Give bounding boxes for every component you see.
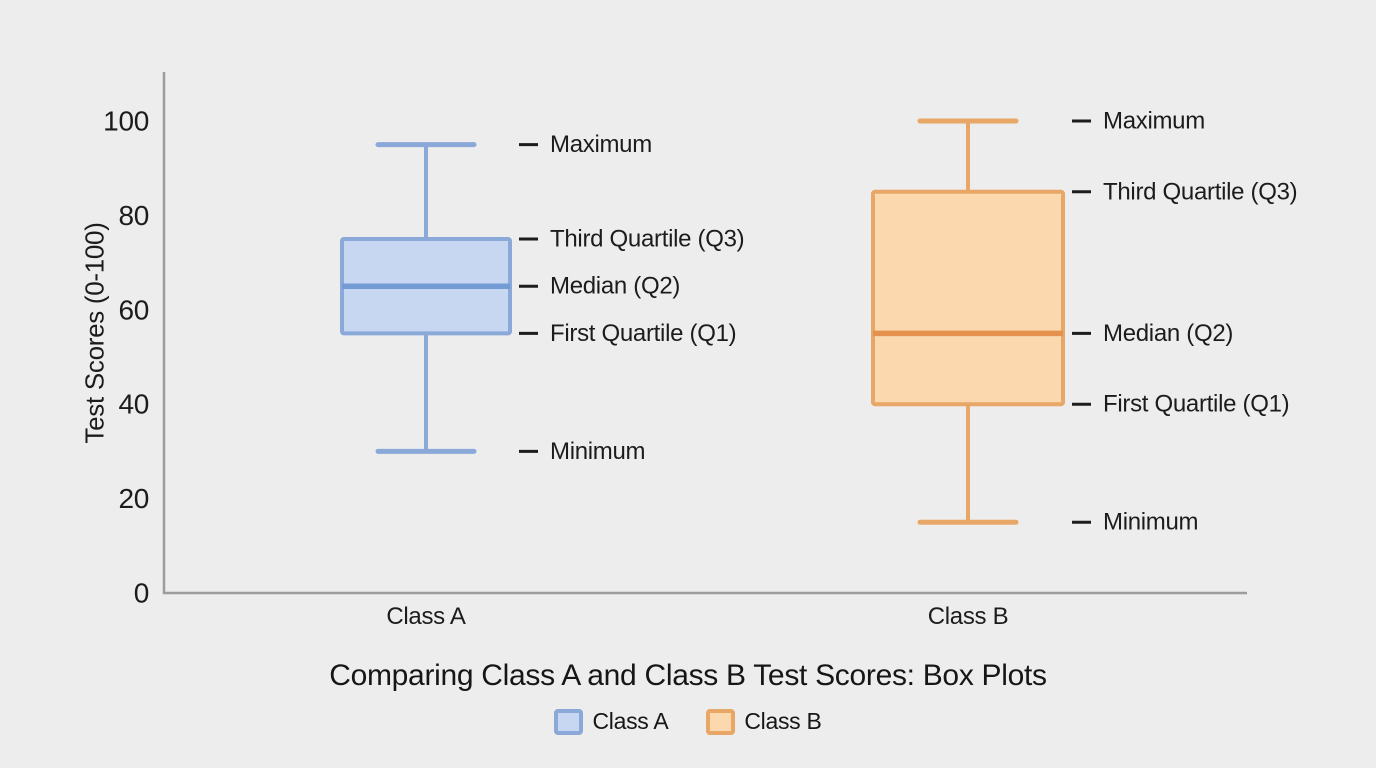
- y-tick-label-100: 100: [103, 106, 149, 137]
- legend: Class A Class B: [0, 708, 1376, 735]
- annotation-label-q1-class-a: First Quartile (Q1): [550, 320, 736, 347]
- y-tick-label-40: 40: [118, 389, 149, 420]
- annotation-label-q1-class-b: First Quartile (Q1): [1103, 391, 1289, 418]
- legend-label-class-a: Class A: [592, 708, 669, 734]
- legend-label-class-b: Class B: [744, 708, 822, 734]
- x-category-label-class-a: Class A: [386, 603, 466, 630]
- y-tick-label-0: 0: [134, 578, 149, 609]
- annotation-label-q3-class-b: Third Quartile (Q3): [1103, 178, 1297, 205]
- annotation-label-median-class-b: Median (Q2): [1103, 320, 1233, 347]
- chart-title: Comparing Class A and Class B Test Score…: [329, 659, 1047, 692]
- legend-item-class-b: Class B: [706, 708, 822, 735]
- y-tick-label-80: 80: [118, 200, 149, 231]
- annotation-label-median-class-a: Median (Q2): [550, 273, 680, 300]
- y-axis-title: Test Scores (0-100): [79, 222, 110, 444]
- iqr-box-class-b: [871, 189, 1065, 407]
- y-tick-label-20: 20: [118, 483, 149, 514]
- y-tick-label-60: 60: [118, 294, 149, 325]
- x-category-label-class-b: Class B: [927, 603, 1009, 630]
- legend-item-class-a: Class A: [554, 708, 669, 735]
- annotation-label-q3-class-a: Third Quartile (Q3): [550, 226, 744, 253]
- annotation-label-max-class-a: Maximum: [550, 131, 652, 158]
- annotation-label-min-class-a: Minimum: [550, 438, 645, 465]
- legend-swatch-class-b: [706, 708, 736, 735]
- annotation-label-min-class-b: Minimum: [1103, 509, 1198, 536]
- legend-swatch-class-a: [554, 708, 584, 735]
- annotation-label-max-class-b: Maximum: [1103, 108, 1205, 135]
